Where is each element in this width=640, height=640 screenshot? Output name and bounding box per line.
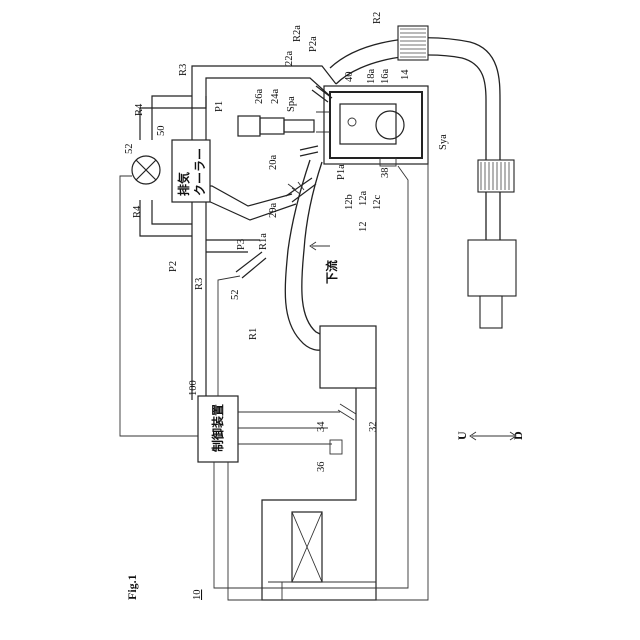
label-p1a: P1a — [336, 164, 347, 180]
direction-up-label: U — [455, 431, 469, 440]
system-number-label: 10 — [192, 590, 203, 601]
controller-label: 制御装置 — [210, 404, 225, 452]
label-36: 36 — [316, 462, 327, 473]
valve-52-icon — [132, 156, 160, 184]
exhaust-pipe-r2 — [330, 26, 516, 328]
label-38: 38 — [380, 168, 391, 179]
label-26a: 26a — [254, 89, 265, 105]
label-50: 50 — [156, 126, 167, 137]
controller-text: 制御装置 — [210, 404, 225, 452]
label-p1-top: P1 — [214, 101, 225, 112]
fig-title: Fig.1 — [125, 574, 139, 600]
cooler-label-2: クーラー — [193, 148, 207, 196]
label-r2a: R2a — [292, 25, 303, 42]
label-12c: 12c — [372, 195, 383, 211]
label-52-lower: 52 — [230, 290, 241, 301]
cooler-text-2: クーラー — [193, 148, 207, 196]
label-r3-top: R3 — [178, 64, 189, 76]
label-r4-left: R4 — [132, 205, 143, 218]
label-12: 12 — [358, 222, 369, 233]
label-sya: Sya — [438, 134, 449, 150]
label-p3: P3 — [236, 239, 247, 250]
cooler-text-1: 排気 — [176, 172, 191, 196]
flow-text: 下流 — [324, 260, 339, 284]
dir-down: D — [511, 431, 525, 440]
label-r3-left: R3 — [194, 278, 205, 290]
engine-block — [316, 86, 428, 166]
label-16a: 16a — [380, 69, 391, 85]
direction-down-label: D — [511, 431, 525, 440]
direction-arrow-icon — [470, 432, 516, 440]
label-14: 14 — [400, 69, 411, 80]
flow-label: 下流 — [324, 260, 339, 284]
label-52-valve: 52 — [124, 144, 135, 155]
label-100: 100 — [188, 380, 199, 396]
dir-up: U — [455, 431, 469, 440]
label-r1: R1 — [248, 328, 259, 340]
label-r4-top: R4 — [134, 103, 145, 116]
system-number: 10 — [192, 590, 203, 601]
cooler-label-1: 排気 — [176, 172, 191, 196]
label-12b: 12b — [344, 194, 355, 210]
label-18a: 18a — [366, 69, 377, 85]
flow-arrow-icon — [310, 242, 330, 250]
label-24a: 24a — [270, 89, 281, 105]
figure-title: Fig.1 — [125, 574, 139, 600]
label-40: 40 — [344, 72, 355, 83]
label-22a: 22a — [284, 51, 295, 67]
label-r2: R2 — [372, 12, 383, 24]
label-29a: 29a — [268, 203, 279, 219]
label-p2: P2 — [168, 261, 179, 272]
label-20a: 20a — [268, 155, 279, 171]
label-p2a: P2a — [308, 36, 319, 52]
label-32: 32 — [368, 422, 379, 433]
label-34: 34 — [316, 421, 327, 432]
label-r1a: R1a — [258, 233, 269, 250]
label-spa: Spa — [286, 96, 297, 112]
label-12a: 12a — [358, 191, 369, 207]
